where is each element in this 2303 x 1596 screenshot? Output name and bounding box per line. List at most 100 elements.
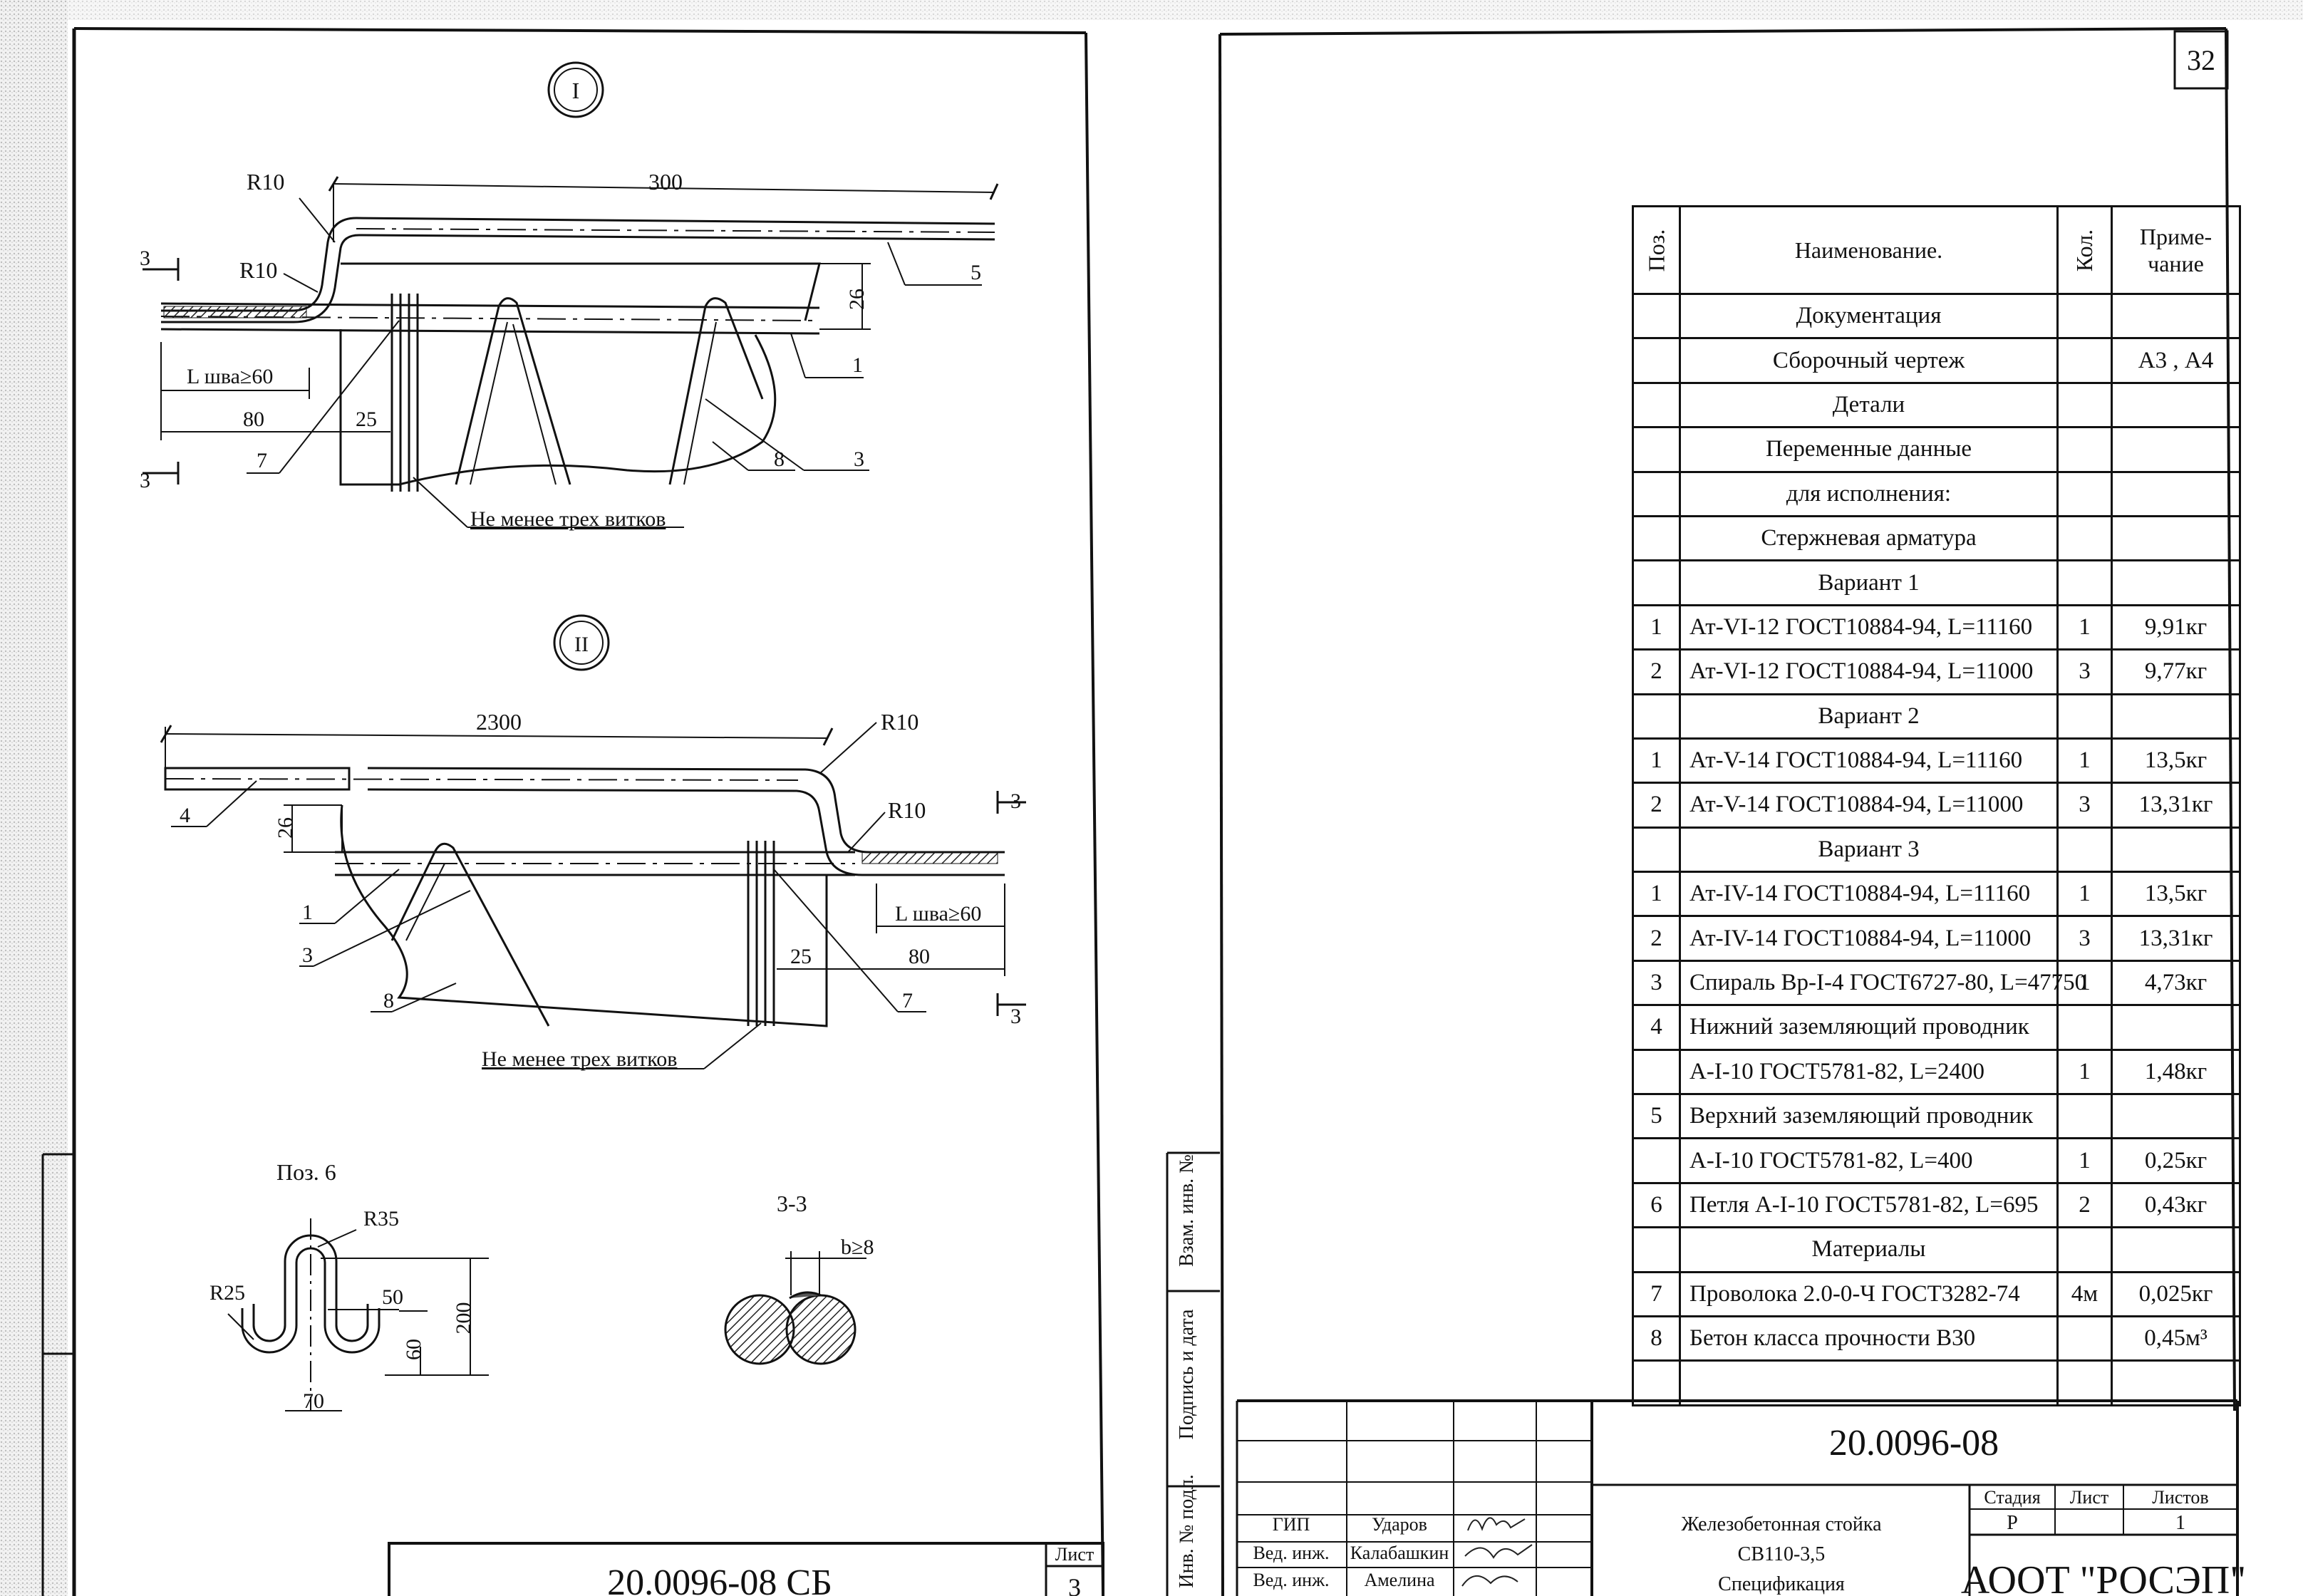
detail-I-marker-circle [547, 61, 604, 118]
spec-qty-cell: 2 [2056, 1181, 2113, 1229]
detail-II-dim-80: 80 [909, 945, 930, 968]
detail-I-dim-26: 26 [845, 289, 869, 310]
header-note: Приме- чание [2111, 205, 2241, 295]
spec-pos-cell [1632, 559, 1681, 606]
spec-note-cell: 13,5кг [2111, 871, 2241, 918]
spec-pos-cell: 7 [1632, 1270, 1681, 1317]
detail-II-r10-lower: R10 [888, 797, 926, 823]
spec-pos-cell: 1 [1632, 603, 1681, 651]
detail-II-r10-upper: R10 [881, 709, 918, 735]
spec-qty-cell [2056, 1315, 2113, 1362]
table-row: Материалы [1632, 1226, 2241, 1273]
detail-I-weld-length: L шва≥60 [187, 365, 273, 388]
table-row: Документация [1632, 292, 2241, 340]
spec-note-cell [2111, 1093, 2241, 1140]
spec-qty-cell: 1 [2056, 1048, 2113, 1096]
detail-I-pos-8: 8 [774, 447, 785, 471]
spec-qty-cell: 1 [2056, 1137, 2113, 1184]
detail-I-pos-3: 3 [854, 447, 864, 471]
spec-note-cell: 13,31кг [2111, 915, 2241, 962]
spec-name-cell: Детали [1679, 381, 2059, 429]
spec-note-cell [2111, 381, 2241, 429]
spec-name-cell: Проволока 2.0-0-Ч ГОСТ3282-74 [1679, 1270, 2059, 1317]
spec-note-cell [2111, 514, 2241, 562]
detail-I-dim-80: 80 [243, 408, 264, 431]
spec-name-cell: Верхний заземляющий проводник [1679, 1093, 2059, 1140]
detail-II-dim-2300: 2300 [476, 709, 522, 735]
signatures [1461, 1517, 1533, 1587]
spec-qty-cell: 3 [2056, 782, 2113, 829]
spec-pos-cell: 4 [1632, 1004, 1681, 1051]
spec-pos-cell [1632, 426, 1681, 473]
spec-name-cell: А-I-10 ГОСТ5781-82, L=2400 [1679, 1048, 2059, 1096]
pos6-r25: R25 [209, 1281, 245, 1305]
spec-pos-cell [1632, 337, 1681, 384]
spec-note-cell: 9,77кг [2111, 648, 2241, 695]
spec-qty-cell [2056, 1093, 2113, 1140]
spec-note-cell: 9,91кг [2111, 603, 2241, 651]
spec-name-cell: для исполнения: [1679, 470, 2059, 517]
spec-name-cell: Ат-V-14 ГОСТ10884-94, L=11000 [1679, 782, 2059, 829]
spec-pos-cell: 1 [1632, 871, 1681, 918]
spec-qty-cell: 3 [2056, 648, 2113, 695]
pos6-dim-200: 200 [452, 1302, 475, 1335]
detail-II-note: Не менее трех витков [482, 1047, 677, 1071]
spec-note-cell: 4,73кг [2111, 959, 2241, 1007]
scan-shadow [0, 0, 68, 1596]
spec-qty-cell [2056, 337, 2113, 384]
spec-qty-cell: 4м [2056, 1270, 2113, 1317]
name-kalabashkin: Калабашкин [1350, 1543, 1449, 1563]
spec-qty-cell [2056, 559, 2113, 606]
spec-pos-cell [1632, 1226, 1681, 1273]
spec-qty-cell [2056, 470, 2113, 517]
spec-name-cell: Материалы [1679, 1226, 2059, 1273]
spec-pos-cell: 2 [1632, 782, 1681, 829]
detail-II-dim-26: 26 [274, 817, 297, 839]
detail-II-marker: II [574, 633, 589, 656]
spec-note-cell [2111, 426, 2241, 473]
spec-qty-cell [2056, 292, 2113, 340]
pos6-title: Поз. 6 [276, 1159, 336, 1185]
spec-qty-cell: 1 [2056, 603, 2113, 651]
left-stamp-sheet-value: 3 [1068, 1573, 1081, 1596]
spec-pos-cell: 6 [1632, 1181, 1681, 1229]
detail-I-pos-5: 5 [971, 261, 981, 284]
header-pos: Поз. [1632, 205, 1681, 295]
spec-note-cell [2111, 559, 2241, 606]
pos6-loop [227, 1218, 489, 1411]
detail-I-section-mark-bottom: 3 [140, 469, 150, 492]
detail-I-section-mark-top: 3 [140, 247, 150, 270]
table-row: Стержневая арматура [1632, 514, 2241, 562]
spec-note-cell [2111, 292, 2241, 340]
sheet-label: Лист [2070, 1487, 2108, 1508]
table-row: Вариант 3 [1632, 826, 2241, 874]
left-stamp-code: 20.0096-08 СБ [607, 1563, 832, 1596]
spec-pos-cell: 2 [1632, 915, 1681, 962]
spec-pos-cell [1632, 826, 1681, 874]
detail-I-r10-lower: R10 [239, 257, 277, 283]
spec-note-cell [2111, 1359, 2241, 1406]
spec-name-cell: Вариант 1 [1679, 559, 2059, 606]
spec-pos-cell [1632, 1137, 1681, 1184]
doc-title-line-1: Железобетонная стойка [1681, 1513, 1882, 1535]
doc-title-line-2: СВ110-3,5 [1738, 1543, 1826, 1565]
detail-II-pos-8: 8 [383, 989, 394, 1012]
spec-pos-cell: 1 [1632, 737, 1681, 784]
spec-note-cell [2111, 1226, 2241, 1273]
spec-qty-cell [2056, 381, 2113, 429]
spec-name-cell: Нижний заземляющий проводник [1679, 1004, 2059, 1051]
header-qty: Кол. [2056, 205, 2113, 295]
spec-note-cell [2111, 1004, 2241, 1051]
detail-II-weld-length: L шва≥60 [895, 902, 981, 926]
role-ved-2: Вед. инж. [1253, 1570, 1329, 1590]
spec-pos-cell: 3 [1632, 959, 1681, 1007]
role-gip: ГИП [1273, 1514, 1310, 1535]
table-row: Вариант 1 [1632, 559, 2241, 606]
